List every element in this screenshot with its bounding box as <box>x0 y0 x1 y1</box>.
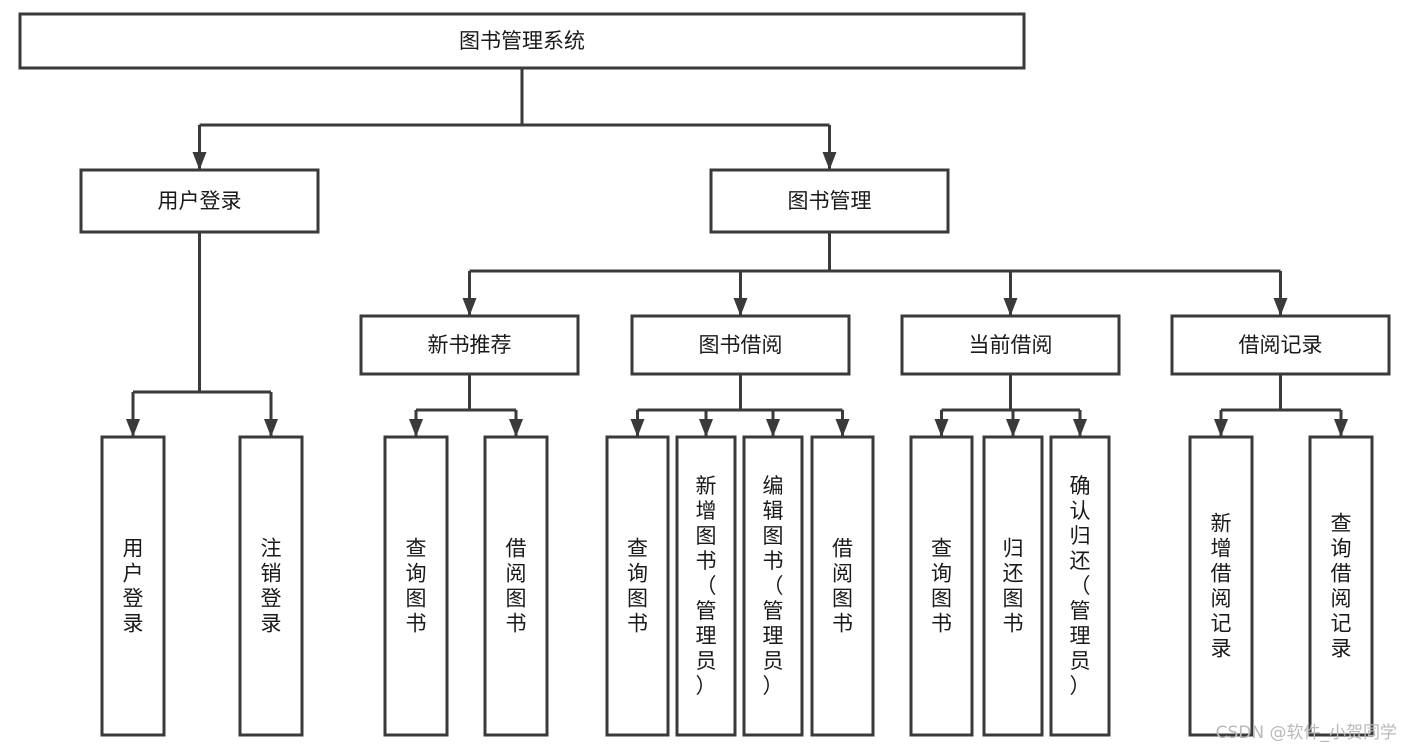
node-leaf-logout[interactable]: 注销登录 <box>238 435 304 737</box>
node-label-leaf-query-book-cur: 查询图书 <box>931 537 952 636</box>
node-label-book-manage: 图书管理 <box>788 189 872 213</box>
node-label-leaf-edit-book: 编辑图书（管理员） <box>763 474 784 698</box>
node-box-leaf-confirm-return <box>1049 435 1111 737</box>
node-leaf-query-book-rec[interactable]: 查询图书 <box>383 435 449 737</box>
node-box-leaf-edit-book <box>742 435 804 737</box>
arrow-head-book-borrow-2 <box>766 419 780 437</box>
arrow-head-user-login-1 <box>264 419 278 437</box>
node-box-leaf-logout <box>238 435 304 737</box>
arrow-head-book-manage-3 <box>1273 298 1288 316</box>
node-layer: 图书管理系统用户登录图书管理新书推荐图书借阅当前借阅借阅记录用户登录注销登录查询… <box>18 12 1391 737</box>
watermark-text: CSDN @软件_小贺同学 <box>1215 723 1397 743</box>
node-box-leaf-return-book <box>982 435 1044 737</box>
node-box-user-login <box>79 168 320 234</box>
arrow-head-book-borrow-1 <box>699 419 713 437</box>
arrow-head-book-borrow-0 <box>630 419 645 437</box>
node-label-leaf-query-book-rec: 查询图书 <box>406 537 427 636</box>
node-label-current-borrow: 当前借阅 <box>969 333 1053 357</box>
node-label-leaf-query-record: 查询借阅记录 <box>1331 512 1352 661</box>
arrow-head-book-borrow-3 <box>835 419 850 437</box>
node-label-leaf-logout: 注销登录 <box>261 537 282 636</box>
node-box-leaf-user-login <box>100 435 166 737</box>
node-leaf-add-record[interactable]: 新增借阅记录 <box>1188 435 1254 737</box>
node-box-leaf-add-record <box>1188 435 1254 737</box>
node-box-leaf-query-book-borrow <box>605 435 670 737</box>
node-label-leaf-query-book-borrow: 查询图书 <box>627 537 648 636</box>
node-label-book-borrow: 图书借阅 <box>699 333 783 357</box>
node-label-borrow-record: 借阅记录 <box>1239 333 1323 357</box>
node-box-leaf-add-book <box>675 435 737 737</box>
arrow-head-user-login-0 <box>126 419 140 437</box>
node-leaf-query-book-cur[interactable]: 查询图书 <box>909 435 974 737</box>
node-label-leaf-return-book: 归还图书 <box>1003 537 1024 636</box>
node-label-leaf-add-book: 新增图书（管理员） <box>696 474 717 698</box>
node-label-leaf-user-login: 用户登录 <box>123 537 144 636</box>
node-box-root <box>18 12 1026 70</box>
node-root[interactable]: 图书管理系统 <box>18 12 1026 70</box>
node-leaf-borrow-book[interactable]: 借阅图书 <box>810 435 875 737</box>
node-leaf-edit-book[interactable]: 编辑图书（管理员） <box>742 435 804 737</box>
arrow-head-borrow-record-0 <box>1214 419 1228 437</box>
node-box-leaf-query-book-cur <box>909 435 974 737</box>
node-box-new-book-rec <box>359 314 580 376</box>
node-box-leaf-query-record <box>1308 435 1374 737</box>
node-box-current-borrow <box>900 314 1121 376</box>
node-label-root: 图书管理系统 <box>459 29 585 53</box>
node-leaf-query-book-borrow[interactable]: 查询图书 <box>605 435 670 737</box>
arrow-head-current-borrow-1 <box>1006 419 1020 437</box>
node-box-book-borrow <box>630 314 851 376</box>
node-leaf-borrow-book-rec[interactable]: 借阅图书 <box>483 435 549 737</box>
node-label-leaf-add-record: 新增借阅记录 <box>1211 512 1232 661</box>
node-book-manage[interactable]: 图书管理 <box>709 168 950 234</box>
arrow-head-new-book-rec-1 <box>509 419 523 437</box>
arrow-head-book-manage-0 <box>462 298 477 316</box>
node-label-user-login: 用户登录 <box>158 189 242 213</box>
node-box-leaf-query-book-rec <box>383 435 449 737</box>
node-box-leaf-borrow-book-rec <box>483 435 549 737</box>
arrow-head-book-manage-1 <box>733 298 748 316</box>
node-borrow-record[interactable]: 借阅记录 <box>1170 314 1391 376</box>
node-leaf-user-login[interactable]: 用户登录 <box>100 435 166 737</box>
arrow-head-borrow-record-1 <box>1334 419 1348 437</box>
node-label-leaf-borrow-book: 借阅图书 <box>832 537 853 636</box>
arrow-head-current-borrow-2 <box>1073 419 1087 437</box>
node-leaf-return-book[interactable]: 归还图书 <box>982 435 1044 737</box>
node-leaf-query-record[interactable]: 查询借阅记录 <box>1308 435 1374 737</box>
node-current-borrow[interactable]: 当前借阅 <box>900 314 1121 376</box>
node-label-leaf-borrow-book-rec: 借阅图书 <box>506 537 527 636</box>
node-box-leaf-borrow-book <box>810 435 875 737</box>
node-book-borrow[interactable]: 图书借阅 <box>630 314 851 376</box>
node-new-book-rec[interactable]: 新书推荐 <box>359 314 580 376</box>
node-leaf-confirm-return[interactable]: 确认归还（管理员） <box>1049 435 1111 737</box>
arrow-head-new-book-rec-0 <box>409 419 423 437</box>
connector-layer <box>126 68 1348 437</box>
arrow-head-root-1 <box>822 152 837 170</box>
node-label-leaf-confirm-return: 确认归还（管理员） <box>1070 474 1091 698</box>
arrow-head-current-borrow-0 <box>934 419 949 437</box>
node-label-new-book-rec: 新书推荐 <box>428 333 512 357</box>
node-box-book-manage <box>709 168 950 234</box>
arrow-head-book-manage-2 <box>1003 298 1018 316</box>
node-user-login[interactable]: 用户登录 <box>79 168 320 234</box>
node-leaf-add-book[interactable]: 新增图书（管理员） <box>675 435 737 737</box>
arrow-head-root-0 <box>192 152 207 170</box>
node-box-borrow-record <box>1170 314 1391 376</box>
